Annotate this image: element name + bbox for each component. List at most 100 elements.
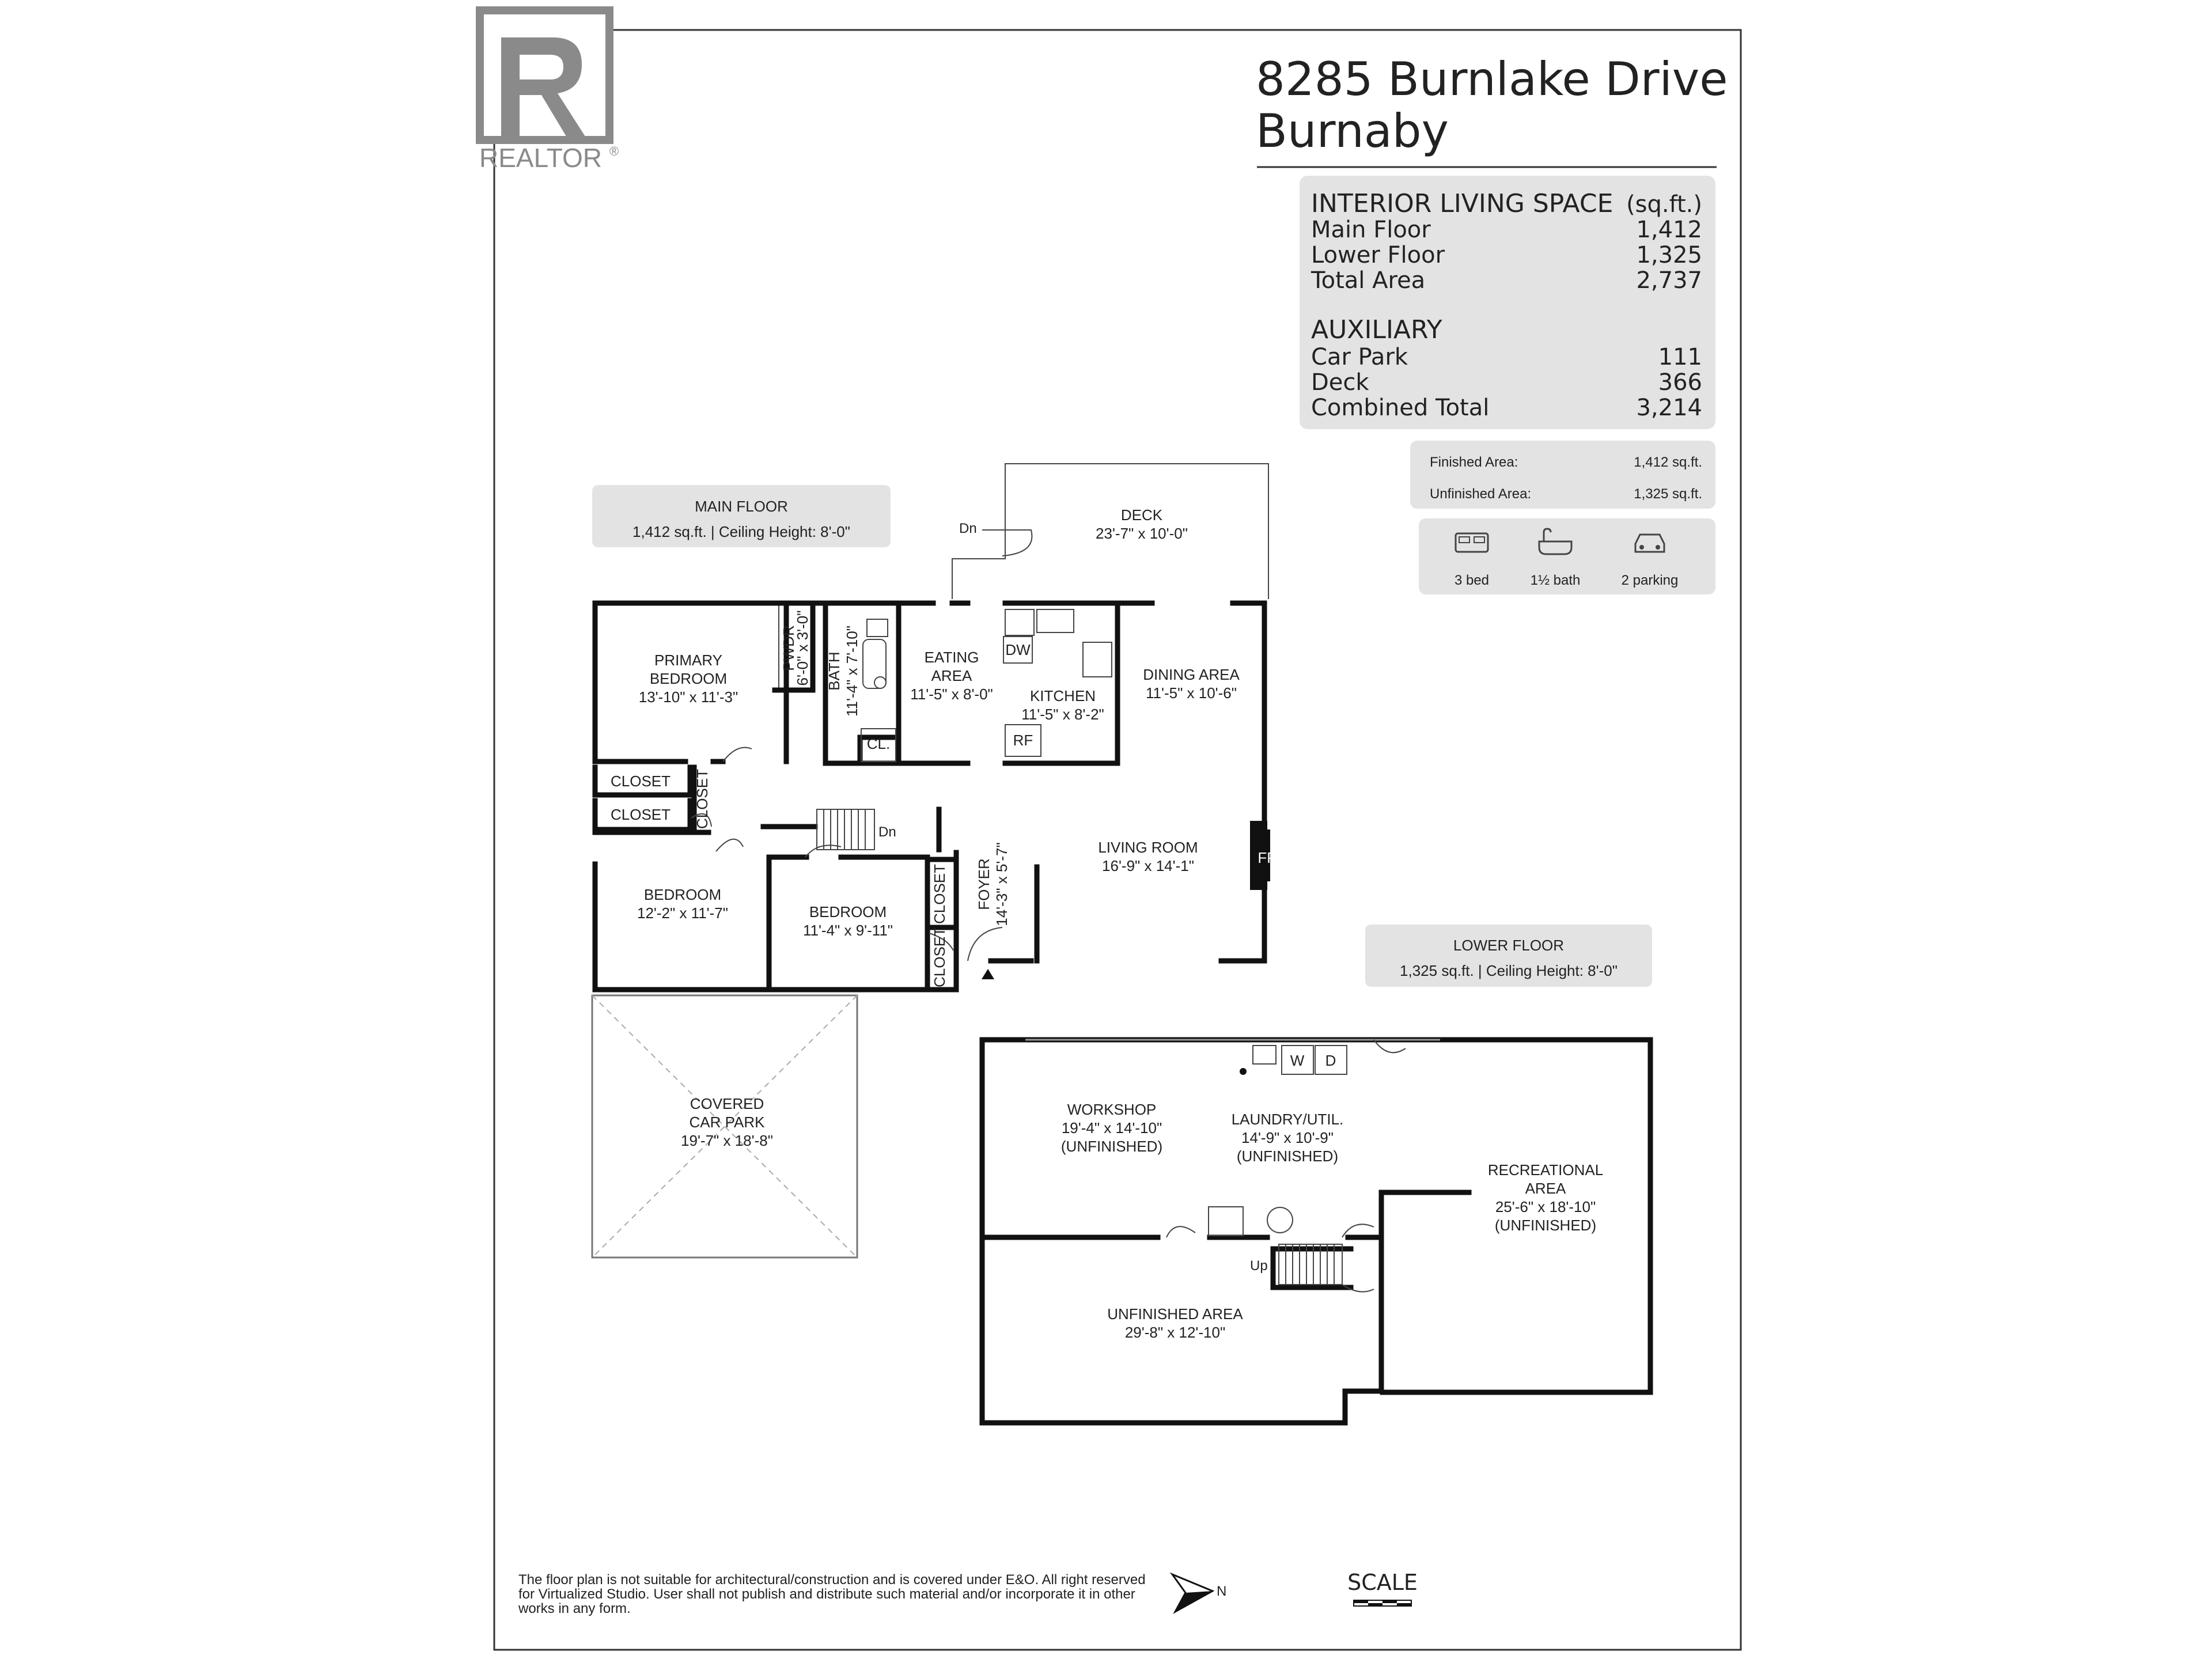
foyer-dims: 14'-3" x 5'-7" [993, 842, 1010, 926]
north-arrow-icon: N [1169, 1572, 1226, 1614]
bath-name: BATH [825, 652, 843, 690]
lower-stairs [1278, 1244, 1343, 1285]
washer-label: W [1290, 1052, 1305, 1069]
lower-floor-box [1365, 925, 1652, 987]
bath-count: 1½ bath [1531, 573, 1581, 588]
lower-floor-title: LOWER FLOOR [1453, 937, 1564, 954]
unfinished-area-name: UNFINISHED AREA [1107, 1305, 1243, 1323]
finished-area-value: 1,412 sq.ft. [1634, 454, 1702, 470]
features-panel [1419, 518, 1715, 594]
bedroom3-dims: 11'-4" x 9'-11" [803, 922, 893, 939]
main-floor-label: Main Floor [1311, 217, 1431, 243]
sheet-border [493, 29, 1742, 1651]
disclaimer-line1: The floor plan is not suitable for archi… [518, 1572, 1146, 1588]
rec-note: (UNFINISHED) [1495, 1217, 1596, 1234]
main-floor-plan: DECK 23'-7" x 10'-0" Dn [591, 463, 1277, 1259]
main-floor-value: 1,412 [1636, 217, 1702, 243]
registered-mark: ® [609, 144, 619, 158]
bed-icon [1455, 532, 1489, 553]
deck-value: 366 [1658, 369, 1702, 396]
kitchen-name: KITCHEN [1030, 687, 1096, 704]
deck-name: DECK [1121, 506, 1163, 524]
rec-dims: 25'-6" x 18'-10" [1495, 1198, 1596, 1215]
realtor-wordmark: REALTOR [479, 143, 602, 173]
kitchen-dims: 11'-5" x 8'-2" [1021, 706, 1104, 723]
address-line1: 8285 Burnlake Drive [1256, 52, 1728, 106]
dining-area-name: DINING AREA [1143, 666, 1240, 683]
main-floor-box [592, 485, 891, 547]
closet-label-2: CLOSET [611, 806, 671, 823]
closet-label-4: CLOSET [931, 864, 948, 924]
combined-total-value: 3,214 [1636, 395, 1702, 421]
lower-floor-detail: 1,325 sq.ft. | Ceiling Height: 8'-0" [1400, 962, 1618, 979]
laundry-dims: 14'-9" x 10'-9" [1241, 1129, 1334, 1146]
lower-stairs-up: Up [1250, 1258, 1268, 1274]
scale-label: SCALE [1347, 1570, 1418, 1595]
eating-area-dims: 11'-5" x 8'-0" [910, 685, 993, 703]
closet-cl-label: CL. [867, 735, 890, 752]
fridge-label: RF [1013, 732, 1033, 749]
finished-area-label: Finished Area: [1430, 454, 1518, 470]
living-room-dims: 16'-9" x 14'-1" [1102, 857, 1194, 874]
eating-area-name2: AREA [931, 667, 972, 684]
unfinished-area-dims: 29'-8" x 12'-10" [1125, 1324, 1225, 1341]
dryer-label: D [1325, 1052, 1336, 1069]
car-park-outline [591, 994, 858, 1259]
primary-bedroom-name2: BEDROOM [650, 670, 727, 687]
unfinished-area-value: 1,325 sq.ft. [1634, 486, 1702, 502]
laundry-name: LAUNDRY/UTIL. [1232, 1111, 1344, 1128]
bathtub-icon [1538, 528, 1573, 555]
closet-label-1: CLOSET [611, 772, 671, 790]
address-line2: Burnaby [1256, 104, 1449, 158]
eating-area-name1: EATING [925, 649, 979, 666]
deck-stairs-down: Dn [959, 521, 977, 536]
powder-room-name: PWDR [780, 625, 797, 671]
laundry-note: (UNFINISHED) [1237, 1147, 1338, 1165]
unfinished-area-label: Unfinished Area: [1430, 486, 1531, 502]
deck-dims: 23'-7" x 10'-0" [1096, 525, 1188, 542]
deck-outline [952, 463, 1269, 599]
main-stairs-down: Dn [878, 824, 896, 840]
fireplace-label: FP [1257, 849, 1277, 866]
workshop-dims: 19'-4" x 14'-10" [1062, 1119, 1162, 1137]
scale-bar [1353, 1600, 1412, 1607]
dishwasher-label: DW [1005, 641, 1031, 658]
finished-area-panel [1410, 441, 1715, 509]
living-room-name: LIVING ROOM [1098, 839, 1198, 856]
rec-name1: RECREATIONAL [1488, 1161, 1603, 1179]
primary-bedroom-name1: PRIMARY [654, 652, 722, 669]
bath-dims: 11'-4" x 7'-10" [843, 626, 861, 717]
parking-count: 2 parking [1622, 573, 1679, 588]
carpark-name2: CAR PARK [690, 1113, 766, 1131]
disclaimer-line3: works in any form. [518, 1601, 631, 1616]
interior-heading: INTERIOR LIVING SPACE [1311, 189, 1613, 218]
car-icon [1634, 533, 1665, 553]
carpark-name1: COVERED [690, 1095, 764, 1112]
deck-label: Deck [1311, 369, 1369, 396]
lower-floor-value: 1,325 [1636, 242, 1702, 268]
rec-name2: AREA [1525, 1180, 1566, 1197]
north-label: N [1217, 1584, 1226, 1599]
lower-floor-label: Lower Floor [1311, 242, 1445, 268]
foyer-name: FOYER [975, 858, 993, 910]
car-park-label: Car Park [1311, 344, 1408, 370]
powder-room-dims: 6'-0" x 3'-0" [794, 611, 811, 686]
lower-floor-plan: Up W D WORKSHOP 19'-4" x 14'-10" (UNFINI… [979, 1037, 1653, 1426]
carpark-dims: 19'-7" x 18'-8" [681, 1132, 773, 1149]
main-floor-title: MAIN FLOOR [695, 498, 788, 515]
workshop-name: WORKSHOP [1067, 1101, 1157, 1118]
closet-label-3: CLOSET [694, 769, 711, 829]
interior-unit: (sq.ft.) [1626, 191, 1702, 218]
area-summary-panel [1300, 176, 1715, 429]
total-area-value: 2,737 [1636, 267, 1702, 294]
bedroom2-name: BEDROOM [644, 886, 721, 903]
realtor-logo: REALTOR ® [476, 6, 619, 173]
dining-area-dims: 11'-5" x 10'-6" [1146, 684, 1237, 702]
bed-count: 3 bed [1455, 573, 1489, 588]
bedroom2-dims: 12'-2" x 11'-7" [637, 904, 728, 922]
car-park-value: 111 [1658, 344, 1702, 370]
combined-total-label: Combined Total [1311, 395, 1489, 421]
primary-bedroom-dims: 13'-10" x 11'-3" [639, 688, 738, 706]
total-area-label: Total Area [1310, 267, 1425, 294]
